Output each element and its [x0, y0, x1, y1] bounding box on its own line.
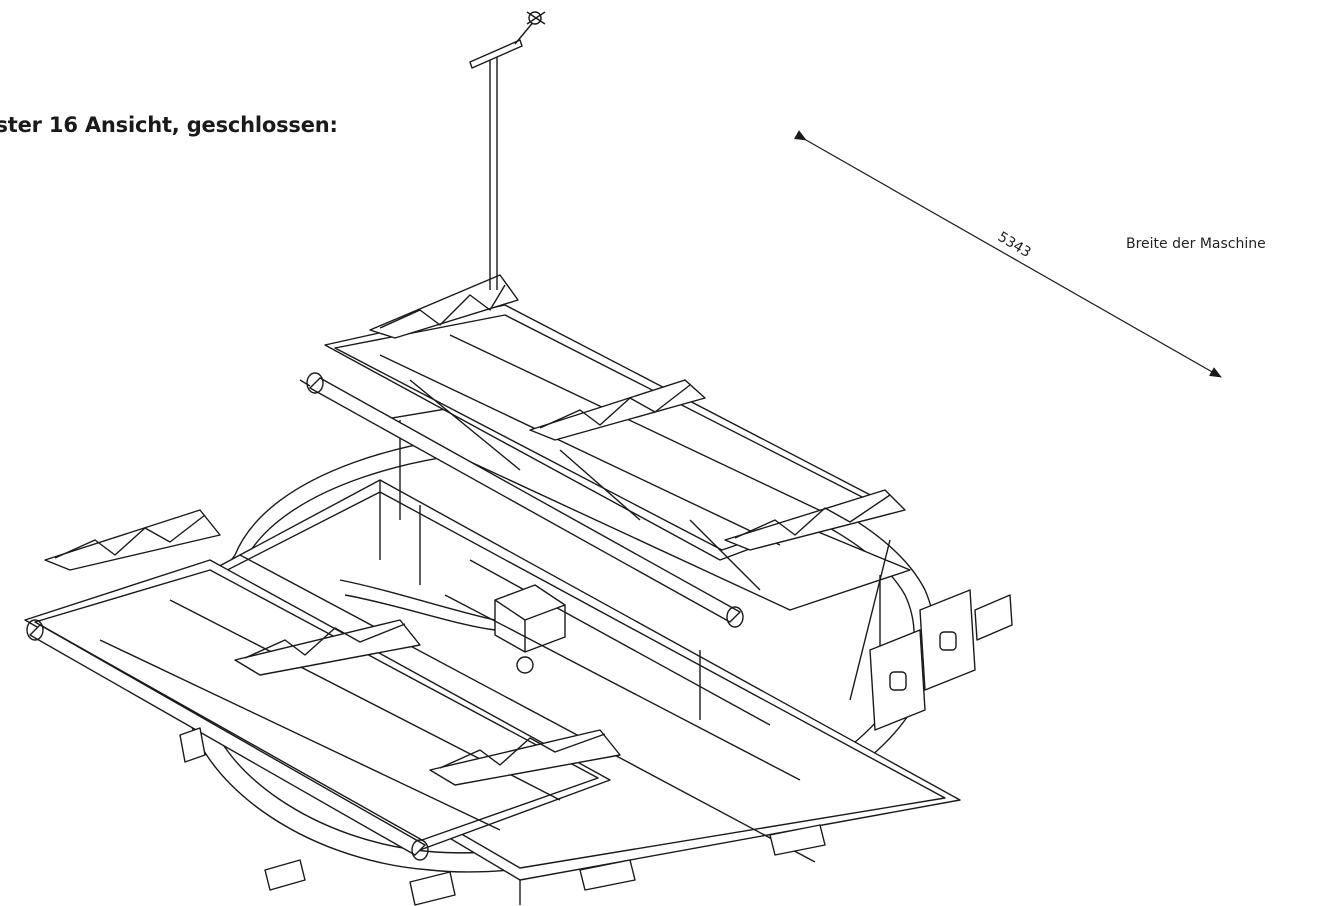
sensor-mast	[469, 11, 546, 290]
center-gearbox	[339, 579, 566, 674]
lower-roller	[26, 619, 429, 861]
support-feet	[179, 727, 826, 906]
upper-truss-supports	[369, 274, 906, 551]
lower-truss-supports	[44, 509, 621, 786]
upper-roller	[299, 372, 744, 628]
machine-assembly	[24, 11, 1013, 906]
view-heading-text: yster 16 Ansicht, geschlossen:	[0, 113, 338, 137]
control-boxes	[869, 589, 1013, 731]
view-heading: yster 16 Ansicht, geschlossen:	[0, 113, 356, 137]
dimension-arrow	[793, 130, 1222, 378]
